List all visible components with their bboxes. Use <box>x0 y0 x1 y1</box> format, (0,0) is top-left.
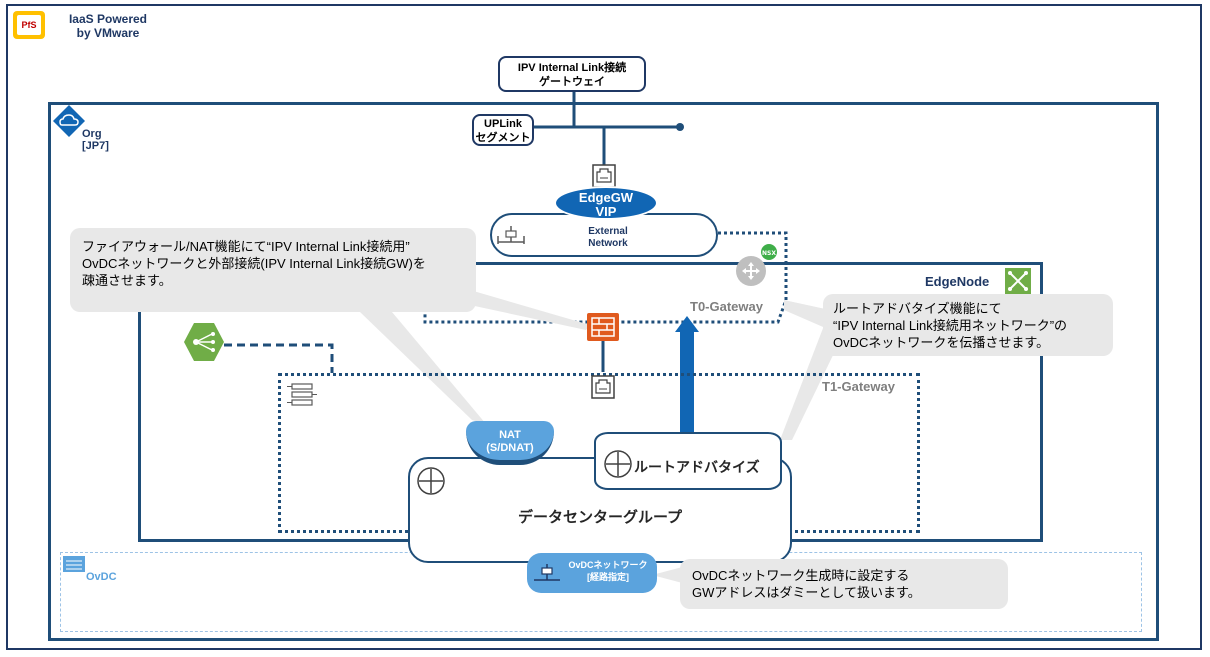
up-arrow-icon <box>680 332 694 440</box>
org-line1: Org <box>82 128 102 140</box>
cloud-icon <box>53 105 85 137</box>
brand-title-line1: IaaS Powered <box>68 12 148 26</box>
pfs-badge: PfS <box>13 11 45 39</box>
callout-t0-pointer <box>784 300 830 330</box>
edge-node-icon <box>1005 268 1031 294</box>
org-label: Org [JP7] <box>82 128 109 152</box>
callout-ovdc-line1: OvDCネットワーク生成時に設定する <box>692 568 910 583</box>
circle-cross-icon-route <box>604 450 632 478</box>
brand-title-line2: by VMware <box>76 26 140 40</box>
network-switch-icon <box>534 564 560 581</box>
callout-route-line2: “IPV Internal Link接続用ネットワーク”の <box>833 318 1068 333</box>
t0-gateway-boundary <box>423 231 788 324</box>
circle-cross-icon <box>417 467 445 495</box>
uplink-segment-box: UPLink セグメント <box>472 114 534 146</box>
nat-box: NAT (S/DNAT) <box>466 421 554 465</box>
router-icon <box>497 226 525 244</box>
callout-firewall-line2: OvDCネットワークと外部接続(IPV Internal Link接続GW)を <box>82 256 426 271</box>
ipv-gateway-line1: IPV Internal Link接続 <box>517 62 627 74</box>
ovdc-label: OvDC <box>86 571 117 583</box>
ethernet-port-icon <box>592 164 616 188</box>
firewall-icon <box>587 313 619 341</box>
up-arrow-head <box>675 316 699 332</box>
load-balancer-line <box>224 343 334 373</box>
callout-firewall-line1: ファイアウォール/NAT機能にて“IPV Internal Link接続用” <box>82 239 410 254</box>
callout-ovdc-gw: OvDCネットワーク生成時に設定する GWアドレスはダミーとして扱います。 <box>680 559 1008 609</box>
datacenter-icon <box>63 556 85 572</box>
callout-route-line3: OvDCネットワークを伝播させます。 <box>833 335 1050 350</box>
ipv-gateway-box: IPV Internal Link接続 ゲートウェイ <box>498 56 646 92</box>
nat-line1: NAT <box>499 429 521 441</box>
external-network-line1: External <box>588 226 628 237</box>
route-advertise-label: ルートアドバタイズ <box>634 459 760 475</box>
brand-title: IaaS Powered by VMware <box>53 12 163 40</box>
ethernet-port-icon-t1 <box>591 375 615 399</box>
callout-route-advertise: ルートアドバタイズ機能にて “IPV Internal Link接続用ネットワー… <box>823 294 1113 356</box>
load-balancer-icon <box>184 323 224 361</box>
callout-firewall-pointer-nat <box>360 312 486 424</box>
callout-firewall-pointer-fw <box>470 290 590 330</box>
uplink-line2: セグメント <box>475 132 531 144</box>
callout-firewall: ファイアウォール/NAT機能にて“IPV Internal Link接続用” O… <box>70 228 476 312</box>
nsx-router-icon: NSX <box>736 244 777 286</box>
callout-route-line1: ルートアドバタイズ機能にて <box>833 301 1002 316</box>
edgenode-label: EdgeNode <box>925 274 990 289</box>
org-frame <box>48 102 1159 641</box>
org-line2: [JP7] <box>82 140 109 152</box>
nat-line2: (S/DNAT) <box>486 442 534 454</box>
external-network-line2: Network <box>588 238 628 249</box>
server-rack-icon <box>287 383 317 406</box>
callout-firewall-line3: 疎通させます。 <box>82 273 172 288</box>
ovdc-network-label: OvDCネットワーク [経路指定] <box>560 559 656 583</box>
outer-frame <box>6 4 1202 650</box>
callout-ovdc-line2: GWアドレスはダミーとして扱います。 <box>692 585 921 600</box>
nsx-badge: NSX <box>762 250 776 257</box>
ovdc-network-line2: [経路指定] <box>587 572 629 582</box>
t0-gateway-label: T0-Gateway <box>690 299 763 314</box>
ovdc-network-line1: OvDCネットワーク <box>568 560 648 570</box>
ipv-gateway-line2: ゲートウェイ <box>539 76 605 88</box>
uplink-endpoint-dot <box>676 123 684 131</box>
uplink-line1: UPLink <box>484 118 522 130</box>
datacenter-group-label: データセンターグループ <box>517 509 683 526</box>
t1-gateway-label: T1-Gateway <box>822 379 895 394</box>
edgegw-line1: EdgeGW <box>578 190 634 205</box>
external-network-label: External Network <box>560 226 656 250</box>
pfs-badge-inner: PfS <box>17 15 41 35</box>
edgegw-vip: EdgeGW VIP <box>554 186 658 220</box>
edgegw-line2: VIP <box>595 204 617 219</box>
